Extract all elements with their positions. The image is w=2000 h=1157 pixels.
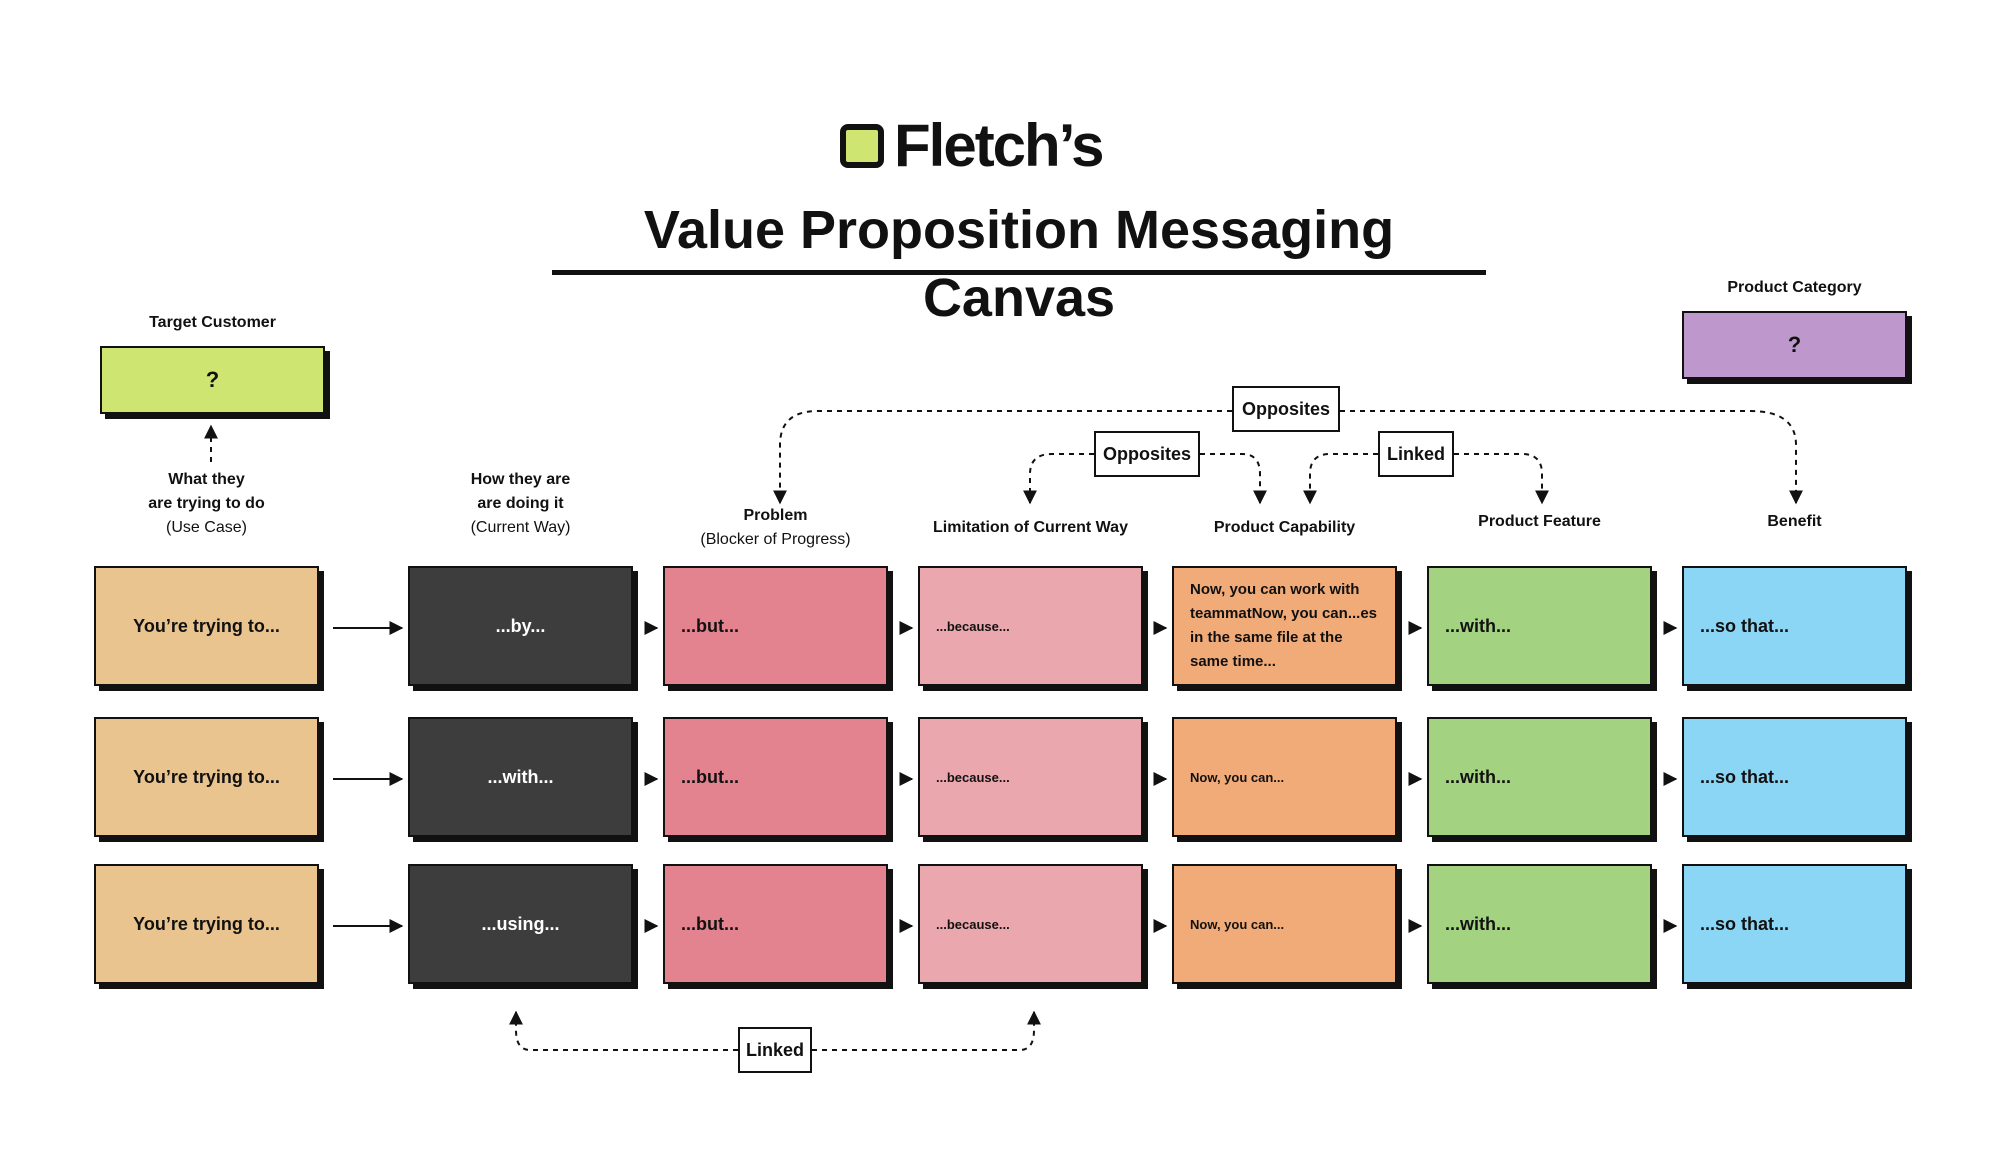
use-case-label-line: are trying to do [148,495,265,512]
current-way-card-row-2[interactable]: ...with... [408,717,633,837]
current-way-card-row-1[interactable]: ...by... [408,566,633,686]
benefit-card-row-3[interactable]: ...so that... [1682,864,1907,984]
limitation-card-row-1[interactable]: ...because... [918,566,1143,686]
capability-card-row-1[interactable]: Now, you can work with teammatNow, you c… [1172,566,1397,686]
current-way-card-row-3[interactable]: ...using... [408,864,633,984]
feature-label-line: Product Feature [1478,513,1601,530]
use-case-card-text: You’re trying to... [133,766,280,787]
brand-logo: Fletch’s [840,112,1105,179]
opposites-inner-pill: Opposites [1094,431,1200,477]
target-customer-value: ? [205,367,220,392]
use-case-label-line: What they [168,471,245,488]
use-case-card-text: You’re trying to... [133,615,280,636]
benefit-card-text: ...so that... [1700,615,1790,636]
feature-card-row-2[interactable]: ...with... [1427,717,1652,837]
feature-card-row-1[interactable]: ...with... [1427,566,1652,686]
feature-column-label: Product Feature [1407,510,1672,534]
capability-card-row-3[interactable]: Now, you can... [1172,864,1397,984]
feature-card-text: ...with... [1445,913,1511,934]
feature-card-text: ...with... [1445,766,1511,787]
problem-card-row-3[interactable]: ...but... [663,864,888,984]
feature-card-text: ...with... [1445,615,1511,636]
feature-card-row-3[interactable]: ...with... [1427,864,1652,984]
target-customer-label: Target Customer [149,314,276,331]
capability-column-label: Product Capability [1152,516,1417,540]
current-way-label-line: are doing it [477,495,564,512]
benefit-card-row-2[interactable]: ...so that... [1682,717,1907,837]
linked-top-right-connector [1454,453,1549,505]
product-category-value: ? [1787,332,1802,357]
current-way-card-text: ...with... [487,766,554,787]
benefit-column-label: Benefit [1662,510,1927,534]
product-category-card[interactable]: ? [1682,311,1907,379]
problem-card-row-2[interactable]: ...but... [663,717,888,837]
capability-card-text: Now, you can... [1190,769,1285,785]
benefit-label-line: Benefit [1767,513,1822,530]
current-way-label-line: How they are [470,471,571,488]
use-case-card-row-1[interactable]: You’re trying to... [94,566,319,686]
page-title: Value Proposition Messaging Canvas [643,200,1395,328]
product-category-label: Product Category [1727,279,1862,296]
problem-label-line: Problem [743,507,808,524]
problem-card-text: ...but... [681,615,739,636]
problem-card-text: ...but... [681,913,739,934]
title-underline [552,270,1486,275]
opposites-inner-left-connector [1023,453,1094,505]
limitation-column-label: Limitation of Current Way [898,516,1163,540]
linked-bottom-left-connector [509,1010,738,1051]
current-way-card-text: ...using... [481,913,560,934]
benefit-card-row-1[interactable]: ...so that... [1682,566,1907,686]
benefit-card-text: ...so that... [1700,766,1790,787]
opposites-inner-right-connector [1200,453,1267,505]
problem-label-line: (Blocker of Progress) [700,531,851,548]
use-case-card-text: You’re trying to... [133,913,280,934]
linked-bottom-right-connector [812,1010,1041,1051]
target-customer-card[interactable]: ? [100,346,325,414]
problem-card-text: ...but... [681,766,739,787]
benefit-card-text: ...so that... [1700,913,1790,934]
limitation-card-text: ...because... [936,916,1010,932]
brand-name: Fletch’s [894,112,1105,179]
capability-card-text: Now, you can... [1190,916,1285,932]
problem-card-row-1[interactable]: ...but... [663,566,888,686]
linked-top-left-connector [1303,453,1378,505]
linked-top-pill: Linked [1378,431,1454,477]
brand-square-icon [840,124,884,168]
use-case-column-label: What they are trying to do (Use Case) [74,468,339,540]
capability-card-text: Now, you can work with teammatNow, you c… [1190,581,1378,670]
capability-card-row-2[interactable]: Now, you can... [1172,717,1397,837]
linked-bottom-pill: Linked [738,1027,812,1073]
use-case-label-line: (Use Case) [166,519,247,536]
use-case-card-row-2[interactable]: You’re trying to... [94,717,319,837]
current-way-card-text: ...by... [495,615,546,636]
problem-column-label: Problem (Blocker of Progress) [643,504,908,552]
limitation-card-text: ...because... [936,769,1010,785]
limitation-card-row-3[interactable]: ...because... [918,864,1143,984]
limitation-label-line: Limitation of Current Way [933,519,1128,536]
current-way-label-line: (Current Way) [470,519,571,536]
capability-label-line: Product Capability [1213,519,1356,536]
limitation-card-text: ...because... [936,618,1010,634]
use-case-card-row-3[interactable]: You’re trying to... [94,864,319,984]
limitation-card-row-2[interactable]: ...because... [918,717,1143,837]
current-way-column-label: How they are are doing it (Current Way) [388,468,653,540]
opposites-outer-pill: Opposites [1232,386,1340,432]
